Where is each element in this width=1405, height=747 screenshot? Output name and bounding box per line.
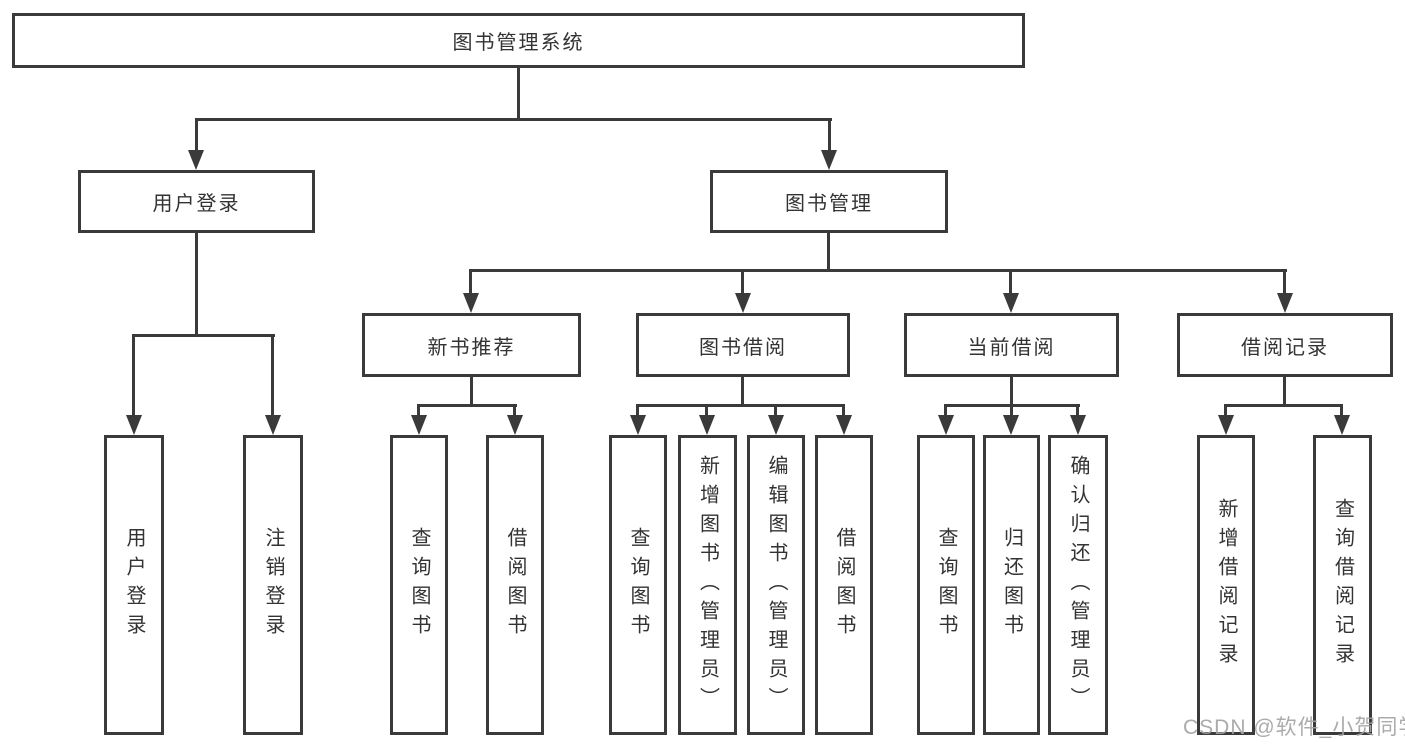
arrow-down-icon (1218, 415, 1234, 435)
connector-line (195, 233, 198, 337)
connector-line (1010, 377, 1013, 407)
arrow-down-icon (821, 150, 837, 170)
leaf-label: 注销登录 (262, 527, 284, 643)
arrow-down-icon (411, 415, 427, 435)
leaf-label: 新增借阅记录 (1215, 498, 1237, 672)
connector-line (1010, 404, 1013, 418)
connector-line (195, 118, 832, 121)
node-label: 图书借阅 (699, 336, 787, 359)
arrow-down-icon (188, 150, 204, 170)
connector-line (1009, 269, 1012, 295)
arrow-down-icon (1277, 293, 1293, 313)
node-user-login: 用户登录 (78, 170, 315, 233)
connector-line (1224, 404, 1227, 418)
node-library-system: 图书管理系统 (12, 13, 1025, 68)
leaf-label: 查询图书 (627, 527, 649, 643)
node-current-borrow: 当前借阅 (904, 313, 1119, 377)
arrow-down-icon (507, 415, 523, 435)
leaf-edit-books-admin: 编辑图书（管理员） (747, 435, 805, 735)
connector-line (470, 377, 473, 407)
connector-line (417, 404, 420, 418)
connector-line (517, 68, 520, 121)
connector-line (842, 404, 845, 418)
connector-line (513, 404, 516, 418)
leaf-label: 新增图书（管理员） (696, 454, 719, 716)
leaf-query-books-2: 查询图书 (609, 435, 667, 735)
connector-line (774, 404, 777, 418)
leaf-user-login: 用户登录 (104, 435, 164, 735)
arrow-down-icon (699, 415, 715, 435)
leaf-return-books: 归还图书 (983, 435, 1040, 735)
arrow-down-icon (938, 415, 954, 435)
node-label: 当前借阅 (967, 336, 1056, 359)
arrow-down-icon (735, 293, 751, 313)
arrow-down-icon (126, 415, 142, 435)
connector-line (827, 233, 830, 272)
connector-line (132, 334, 135, 417)
leaf-add-borrow-record: 新增借阅记录 (1197, 435, 1255, 735)
node-label: 用户登录 (152, 193, 241, 215)
leaf-query-books-3: 查询图书 (917, 435, 975, 735)
leaf-label: 查询图书 (935, 527, 957, 643)
leaf-label: 归还图书 (1000, 527, 1023, 643)
arrow-down-icon (463, 293, 479, 313)
connector-line (636, 404, 845, 407)
leaf-label: 借阅图书 (833, 527, 855, 643)
leaf-query-books-1: 查询图书 (390, 435, 448, 735)
leaf-confirm-return-admin: 确认归还（管理员） (1048, 435, 1108, 735)
connector-line (1224, 404, 1343, 407)
connector-line (741, 377, 744, 407)
csdn-watermark: CSDN @软件_小贺同学 (1183, 716, 1405, 739)
node-label: 借阅记录 (1241, 336, 1329, 359)
connector-line (469, 269, 472, 295)
arrow-down-icon (265, 415, 281, 435)
leaf-query-borrow-record: 查询借阅记录 (1313, 435, 1372, 735)
node-label: 新书推荐 (427, 336, 516, 359)
connector-line (1076, 404, 1079, 418)
node-book-management: 图书管理 (710, 170, 948, 233)
arrow-down-icon (1334, 415, 1350, 435)
leaf-label: 借阅图书 (504, 527, 526, 643)
node-book-borrow: 图书借阅 (636, 313, 850, 377)
leaf-label: 用户登录 (123, 527, 145, 643)
connector-line (741, 269, 744, 295)
node-label: 图书管理系统 (452, 32, 585, 54)
node-new-book-recommend: 新书推荐 (362, 313, 581, 377)
node-borrow-records: 借阅记录 (1177, 313, 1393, 377)
arrow-down-icon (630, 415, 646, 435)
arrow-down-icon (1070, 415, 1086, 435)
leaf-label: 查询图书 (408, 527, 430, 643)
leaf-logout: 注销登录 (243, 435, 303, 735)
arrow-down-icon (768, 415, 784, 435)
connector-line (469, 269, 1287, 272)
connector-line (944, 404, 947, 418)
connector-line (195, 118, 198, 154)
connector-line (705, 404, 708, 418)
leaf-add-books-admin: 新增图书（管理员） (678, 435, 737, 735)
node-label: 图书管理 (785, 193, 873, 215)
connector-line (417, 404, 517, 407)
leaf-label: 查询借阅记录 (1331, 498, 1354, 672)
arrow-down-icon (1003, 415, 1019, 435)
connector-line (1283, 269, 1286, 295)
connector-line (1340, 404, 1343, 418)
leaf-label: 编辑图书（管理员） (765, 454, 787, 716)
leaf-borrow-books-1: 借阅图书 (486, 435, 544, 735)
arrow-down-icon (836, 415, 852, 435)
connector-line (636, 404, 639, 418)
connector-line (132, 334, 275, 337)
leaf-borrow-books-2: 借阅图书 (815, 435, 873, 735)
connector-line (271, 334, 274, 417)
connector-line (828, 118, 831, 154)
arrow-down-icon (1003, 293, 1019, 313)
connector-line (1283, 377, 1286, 407)
leaf-label: 确认归还（管理员） (1067, 454, 1089, 716)
